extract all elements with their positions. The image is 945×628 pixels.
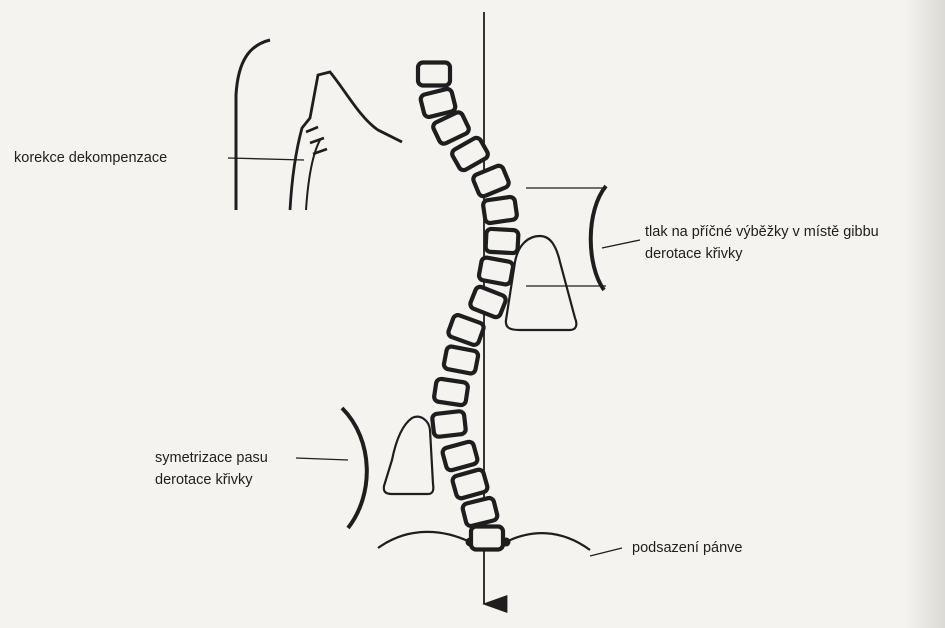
vertebra <box>469 285 507 318</box>
leader-waist <box>296 458 348 460</box>
vertebra <box>442 441 479 472</box>
vertebra <box>471 527 503 550</box>
leader-pelvis <box>590 548 622 556</box>
leader-transverse-label <box>602 240 640 248</box>
label-waist-symmetrization: symetrizace pasu <box>155 448 268 468</box>
vertebra <box>462 497 499 527</box>
vertebra <box>451 469 488 500</box>
label-decompensation: korekce dekompenzace <box>14 148 167 168</box>
lower-correction-pad <box>384 417 434 494</box>
right-pressure-pad-arc <box>591 186 606 290</box>
vertebra <box>472 164 510 197</box>
left-waist-pad-arc <box>342 408 367 528</box>
label-pelvis: podsazení pánve <box>632 538 742 558</box>
neck-collar-outline <box>290 72 402 210</box>
leader-decompensation <box>228 158 304 160</box>
shoulder-outline <box>236 40 270 210</box>
label-curve-derotation-lower: derotace křivky <box>155 470 253 490</box>
vertebra <box>485 229 518 254</box>
vertebra <box>447 314 485 347</box>
page-edge-shadow <box>905 0 945 628</box>
vertebra <box>433 378 468 405</box>
vertebra <box>443 346 479 375</box>
label-transverse-pressure: tlak na příčné výběžky v místě gibbu <box>645 222 879 242</box>
vertebra <box>432 411 466 437</box>
collar-inner-outline <box>306 140 320 210</box>
label-curve-derotation-upper: derotace křivky <box>645 244 743 264</box>
vertebra <box>483 196 518 223</box>
vertebra <box>418 63 450 86</box>
vertebra <box>478 257 514 285</box>
